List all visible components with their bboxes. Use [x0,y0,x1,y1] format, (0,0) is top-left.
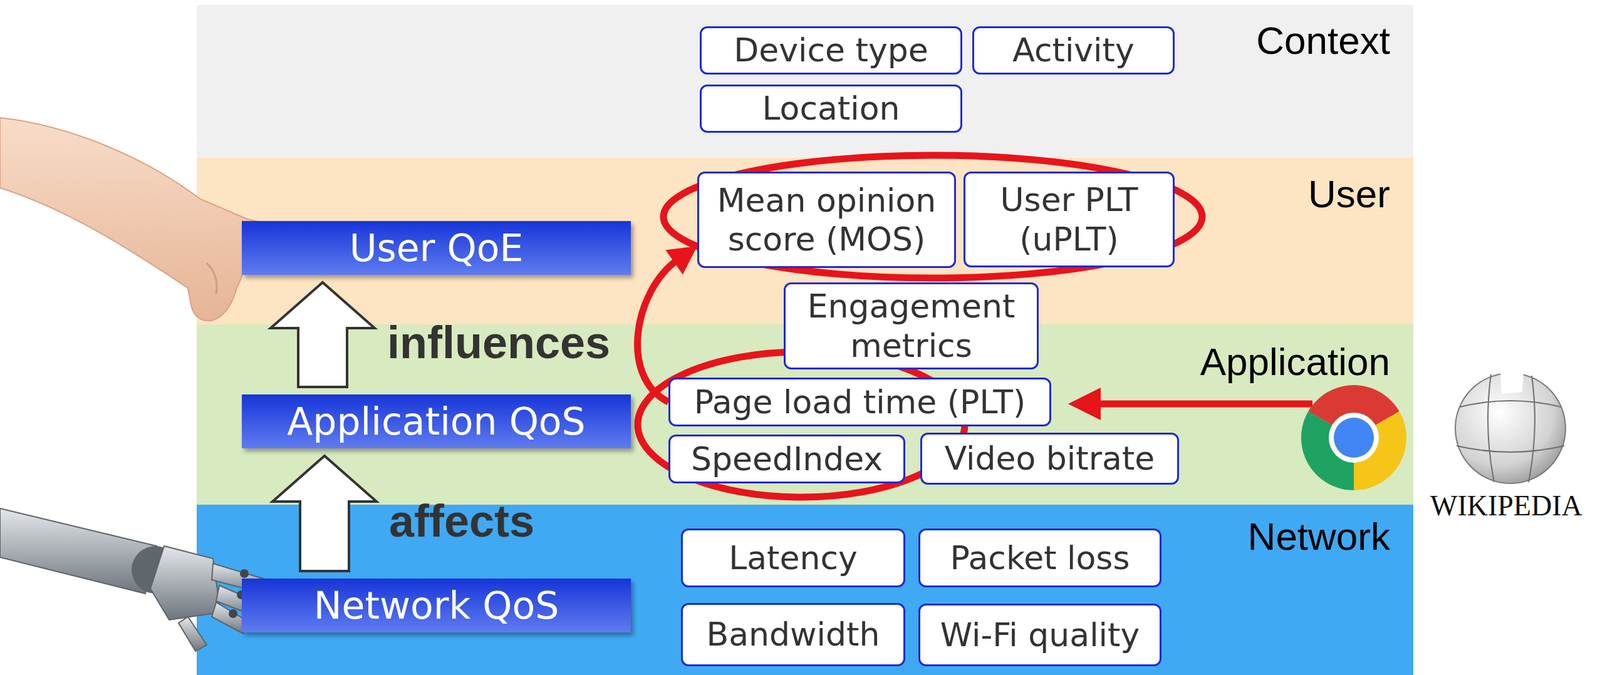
globe-seam [1487,374,1495,483]
globe-seam [1456,446,1565,453]
box-text: Device type [733,30,929,70]
metric-box: Page load time (PLT) [668,377,1052,427]
layer-label: User [1308,171,1391,218]
edge-label: affects [389,496,535,547]
layer-label-holder: Context [1256,17,1391,64]
robot-forearm [0,508,157,594]
box-text: Engagement metrics [793,286,1030,366]
layer-label: Context [1256,17,1391,64]
layer-label: Application [1200,338,1391,386]
metric-box: SpeedIndex [668,434,906,484]
highlight-ellipse [663,155,1203,279]
edge-label: influences [387,317,611,368]
metric-box: Mean opinion score (MOS) [697,171,956,269]
layer-band: Context Device type ActivityLocation [196,5,1414,158]
bar-text: Network QoS [313,583,560,629]
box-text: Latency [728,538,858,578]
robot-wrist [131,546,180,594]
metric-box: Bandwidth [680,603,906,667]
globe-seam [1528,375,1535,483]
box-text: SpeedIndex [690,439,883,479]
layer-label-holder: Network [1247,513,1391,561]
layer-label-holder: Application [1200,338,1391,386]
metric-box: Video bitrate [920,432,1180,485]
box-text: Wi-Fi quality [940,615,1140,655]
layer-bar: Application QoS [241,394,631,449]
bar-text: User QoE [349,225,524,271]
logo-caption: WIKIPEDIA [1430,488,1583,524]
box-text: Mean opinion score (MOS) [706,181,947,260]
globe-body [1455,373,1566,484]
metric-box: Wi-Fi quality [918,603,1162,667]
layer-label-holder: User [1308,171,1391,218]
box-text: Activity [1012,30,1134,70]
edge-label-holder: influences [387,317,611,368]
box-text: Packet loss [949,538,1130,578]
wikipedia-globe [1455,372,1566,484]
metric-box: Engagement metrics [783,282,1039,370]
metric-box: User PLT (uPLT) [963,171,1175,268]
metric-box: Location [699,84,963,133]
logo-caption-holder: WIKIPEDIA [1430,488,1583,524]
metric-box: Latency [680,528,906,588]
box-text: User PLT (uPLT) [972,180,1166,259]
layer-bar: Network QoS [241,578,631,633]
layer-band: NetworkNetwork QoS Latency Packet lossBand… [196,504,1414,675]
layer-bar: User QoE [241,221,631,276]
box-text: Page load time (PLT) [694,382,1027,422]
bar-text: Application QoS [286,399,586,445]
box-text: Video bitrate [944,439,1156,478]
globe-seam [1459,400,1562,408]
metric-box: Device type [699,26,963,75]
box-text: Location [762,88,901,128]
edge-label-holder: affects [389,496,535,547]
globe-gap [1500,372,1524,395]
metric-box: Packet loss [918,528,1162,588]
box-text: Bandwidth [706,615,881,655]
layer-label: Network [1247,513,1391,561]
metric-box: Activity [972,26,1175,75]
